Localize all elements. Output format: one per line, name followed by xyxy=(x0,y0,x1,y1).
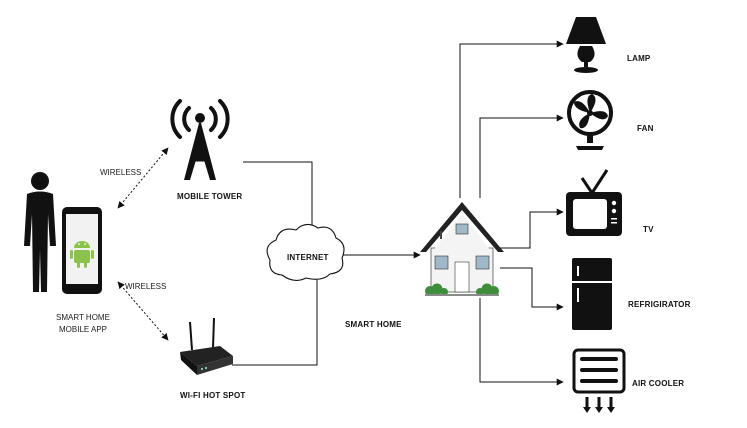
mobile-tower-label: MOBILE TOWER xyxy=(177,192,242,201)
bushes xyxy=(425,283,499,296)
wifi-hotspot-label: WI-FI HOT SPOT xyxy=(180,391,245,400)
router-icon xyxy=(180,317,233,375)
air-cooler-label: AIR COOLER xyxy=(632,379,684,388)
house-fridge-arrow xyxy=(500,267,564,311)
house-lamp-arrow xyxy=(459,40,564,198)
house-fan-arrow xyxy=(479,114,564,198)
wireless-top-label: WIRELESS xyxy=(100,168,141,177)
wireless-link-top xyxy=(117,147,169,209)
router-internet-line xyxy=(232,280,318,366)
android-icon xyxy=(70,241,94,268)
tower-icon xyxy=(170,99,230,180)
smart-home-label: SMART HOME xyxy=(345,320,402,329)
fan-icon xyxy=(567,90,613,150)
refrigerator-label: REFRIGIRATOR xyxy=(628,300,691,309)
connectors xyxy=(117,40,564,386)
person-icon xyxy=(24,172,56,292)
house-tv-arrow xyxy=(500,208,564,249)
wireless-bottom-label: WIRELESS xyxy=(125,282,166,291)
air-cooler-icon xyxy=(572,348,626,413)
refrigerator-icon xyxy=(572,258,612,330)
tower-internet-line xyxy=(243,161,313,228)
cloud-icon xyxy=(266,223,345,281)
app-label-line2: MOBILE APP xyxy=(59,325,107,334)
lamp-label: LAMP xyxy=(627,54,651,63)
house-cooler-arrow xyxy=(479,298,564,386)
fan-label: FAN xyxy=(637,124,654,133)
app-label-line1: SMART HOME xyxy=(56,313,110,322)
tv-label: TV xyxy=(643,225,654,234)
tv-icon xyxy=(566,169,622,236)
wireless-link-bottom xyxy=(117,281,169,341)
lamp-icon xyxy=(566,17,606,73)
house-icon xyxy=(420,202,504,296)
smartphone-icon xyxy=(62,207,102,294)
internet-label: INTERNET xyxy=(287,253,329,262)
